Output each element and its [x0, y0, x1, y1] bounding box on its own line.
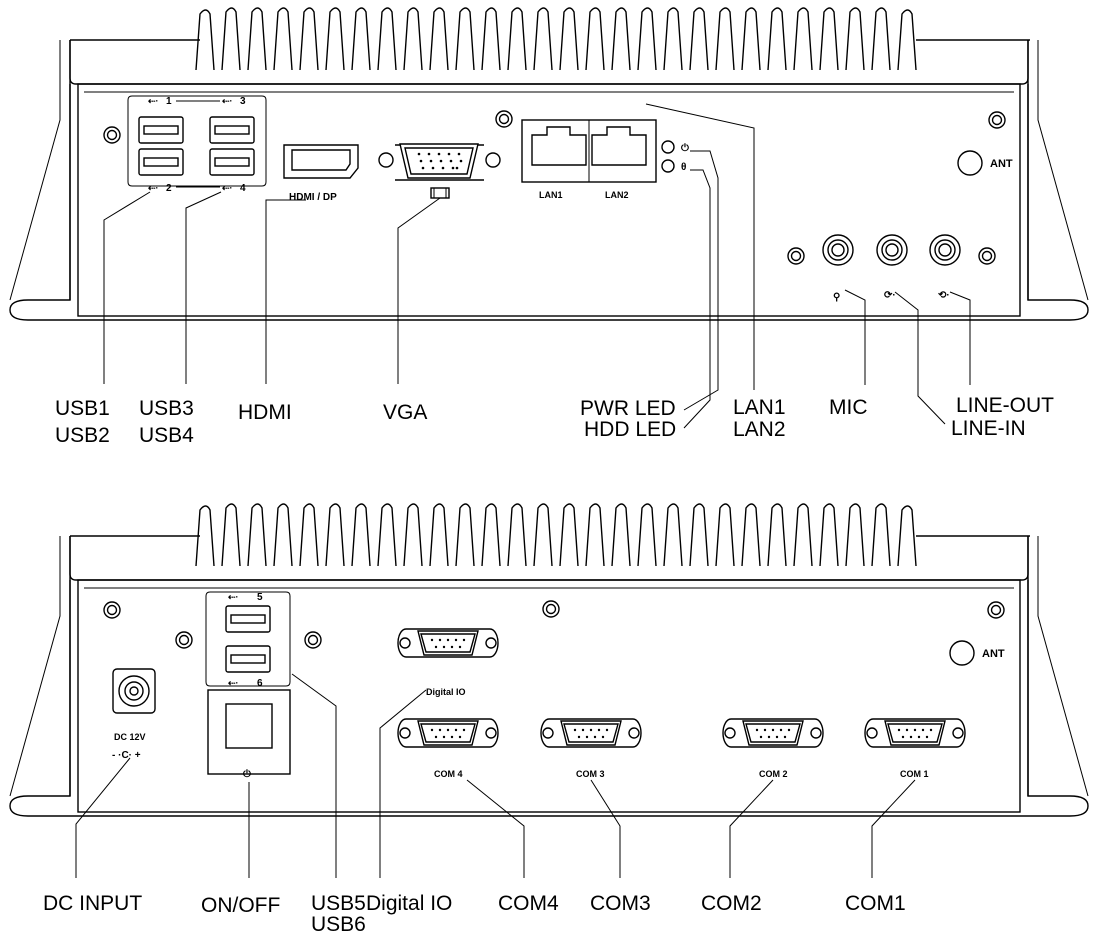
usb-1-4-block: ⇠· 1 ⇠· 3 ⇠· 2 ⇠· 4: [127, 95, 267, 194]
ant-label: ANT: [990, 158, 1013, 170]
screw-icon: [988, 111, 1006, 129]
lan-ports: LAN1 LAN2: [521, 119, 657, 200]
usb-symbol-icon: ⇠·: [228, 592, 239, 602]
digital-io-port: [397, 628, 499, 658]
screw-icon: [542, 600, 560, 618]
screw-icon: [103, 601, 121, 619]
com3-label: COM 3: [576, 769, 605, 779]
callout-usb1: USB1: [55, 397, 110, 420]
callout-hdd-led: HDD LED: [584, 418, 676, 441]
hdmi-dp-port: HDMI / DP: [283, 144, 359, 203]
callout-on-off: ON/OFF: [201, 894, 280, 917]
screw-icon: [987, 601, 1005, 619]
hdmi-dp-label: HDMI / DP: [289, 192, 337, 203]
callout-digital-io: Digital IO: [366, 892, 452, 915]
callout-pwr-led: PWR LED: [580, 397, 676, 420]
com2-port: [722, 718, 824, 748]
ant-label: ANT: [982, 648, 1005, 660]
hdd-icon: θ: [681, 162, 686, 173]
front-heatsink-fins: [195, 7, 917, 71]
usb-port-4: [209, 148, 255, 176]
usb-6-label: 6: [257, 678, 263, 689]
usb-symbol-icon: ⇠·: [148, 96, 159, 106]
usb-5-6-block: ⇠· 5 ⇠· 6 ⏻: [205, 591, 291, 780]
usb-1-label: 1: [166, 96, 172, 107]
usb-symbol-icon: ⇠·: [228, 678, 239, 688]
callout-usb6: USB6: [311, 913, 366, 934]
callout-lan2: LAN2: [733, 418, 786, 441]
usb-port-2: [138, 148, 184, 176]
usb-3-label: 3: [240, 96, 246, 107]
com2-label: COM 2: [759, 769, 788, 779]
screw-icon: [787, 247, 805, 265]
callout-usb3: USB3: [139, 397, 194, 420]
front-panel: ⇠· 1 ⇠· 3 ⇠· 2 ⇠· 4 HDMI / DP: [9, 7, 1089, 447]
mic-icon: ⚲: [833, 292, 840, 303]
mic-jack: [822, 234, 854, 266]
com4-port: [397, 718, 499, 748]
callout-com3: COM3: [590, 892, 651, 915]
power-icon: ⏻: [243, 768, 251, 780]
usb-port-3: [209, 116, 255, 144]
com4-label: COM 4: [434, 769, 463, 779]
callout-lan1: LAN1: [733, 396, 786, 419]
callout-com4: COM4: [498, 892, 559, 915]
screw-icon: [978, 247, 996, 265]
screw-icon: [175, 631, 193, 649]
usb-symbol-icon: ⇠·: [222, 96, 233, 106]
dc-12v-label: DC 12V: [114, 732, 146, 742]
antenna-hole: [957, 150, 983, 176]
callout-dc-input: DC INPUT: [43, 892, 142, 915]
pwr-led: [661, 140, 675, 154]
power-switch: [207, 689, 291, 775]
usb-5-label: 5: [257, 592, 263, 603]
screw-icon: [304, 631, 322, 649]
callout-vga: VGA: [383, 401, 427, 424]
screw-icon: [103, 126, 121, 144]
line-out-icon: ⟲·: [938, 290, 950, 301]
leader-line: [103, 191, 151, 384]
com1-label: COM 1: [900, 769, 929, 779]
usb-2-label: 2: [166, 183, 172, 194]
usb-port-6: [225, 645, 271, 673]
line-in-jack: [876, 234, 908, 266]
callout-line-in: LINE-IN: [951, 417, 1026, 440]
lan2-port-label: LAN2: [605, 190, 629, 200]
callout-usb4: USB4: [139, 424, 194, 447]
callout-hdmi: HDMI: [238, 401, 292, 424]
usb-4-label: 4: [240, 183, 246, 194]
usb-symbol-icon: ⇠·: [148, 183, 159, 193]
callout-com1: COM1: [845, 892, 906, 915]
callout-line-out: LINE-OUT: [956, 394, 1054, 417]
com1-port: [864, 718, 966, 748]
callout-usb2: USB2: [55, 424, 110, 447]
rear-panel: ⇠· 5 ⇠· 6 ⏻ DC 12V - ·C· + Digital IO CO…: [9, 503, 1089, 934]
vga-port: [378, 143, 501, 199]
callout-usb5: USB5: [311, 892, 366, 915]
usb-port-5: [225, 605, 271, 633]
dc-jack: DC 12V - ·C· +: [112, 668, 156, 761]
antenna-hole: [949, 640, 975, 666]
front-chassis-outline: [9, 39, 1089, 321]
usb-port-1: [138, 116, 184, 144]
rear-heatsink-fins: [195, 503, 917, 567]
line-out-jack: [929, 234, 961, 266]
digital-io-label: Digital IO: [426, 687, 466, 697]
hdd-led: [661, 159, 675, 173]
line-in-icon: ⟳·: [884, 290, 896, 301]
power-icon: ⏻: [681, 142, 689, 154]
com3-port: [540, 718, 642, 748]
lan1-port-label: LAN1: [539, 190, 563, 200]
callout-com2: COM2: [701, 892, 762, 915]
callout-mic: MIC: [829, 396, 868, 419]
usb-symbol-icon: ⇠·: [222, 183, 233, 193]
screw-icon: [495, 110, 513, 128]
polarity-label: - ·C· +: [112, 750, 141, 761]
